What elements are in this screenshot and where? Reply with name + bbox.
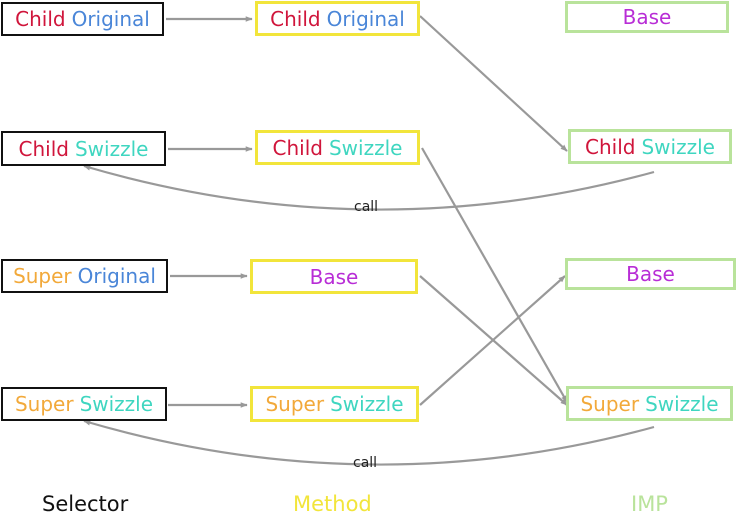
word-child: Child	[270, 6, 321, 31]
selector-super-original: Super Original	[1, 259, 168, 293]
word-child: Child	[585, 134, 636, 159]
arrow-method-super-swizzle-to-imp-base	[419, 275, 566, 406]
word-base: Base	[622, 5, 672, 29]
word-original: Original	[77, 264, 156, 288]
word-swizzle: Swizzle	[79, 392, 154, 416]
selector-child-swizzle: Child Swizzle	[1, 131, 166, 166]
column-label-imp: IMP	[631, 492, 668, 516]
word-child: Child	[272, 135, 323, 160]
word-swizzle: Swizzle	[328, 135, 403, 160]
imp-child-swizzle: Child Swizzle	[568, 129, 732, 164]
word-super: Super	[580, 391, 640, 416]
column-label-method: Method	[293, 492, 372, 516]
method-super-swizzle: Super Swizzle	[250, 386, 419, 422]
arrow-method-child-swizzle-to-imp-super-swizzle	[421, 147, 568, 403]
word-swizzle: Swizzle	[645, 391, 719, 416]
word-swizzle: Swizzle	[74, 136, 149, 161]
arrow-method-child-original-to-imp-child-swizzle	[419, 15, 568, 152]
method-base: Base	[250, 259, 418, 294]
word-super: Super	[265, 392, 325, 416]
call-label-upper: call	[354, 199, 379, 215]
word-child: Child	[18, 136, 69, 161]
selector-super-swizzle: Super Swizzle	[1, 387, 167, 421]
word-base: Base	[626, 262, 675, 286]
word-swizzle: Swizzle	[641, 134, 715, 159]
selector-child-original: Child Original	[1, 2, 164, 36]
column-label-selector: Selector	[42, 492, 129, 516]
word-swizzle: Swizzle	[330, 392, 404, 416]
word-base: Base	[309, 264, 359, 289]
word-child: Child	[15, 7, 66, 31]
method-child-swizzle: Child Swizzle	[255, 130, 420, 165]
call-curve-upper	[83, 164, 655, 211]
call-curve-lower	[83, 419, 655, 466]
imp-super-swizzle: Super Swizzle	[566, 386, 733, 421]
word-super: Super	[13, 264, 72, 288]
imp-base-top: Base	[565, 1, 729, 33]
call-label-lower: call	[353, 455, 378, 471]
imp-base-mid: Base	[565, 258, 736, 290]
word-original: Original	[71, 7, 150, 31]
word-original: Original	[326, 6, 405, 31]
method-child-original: Child Original	[255, 1, 420, 36]
word-super: Super	[14, 392, 74, 416]
